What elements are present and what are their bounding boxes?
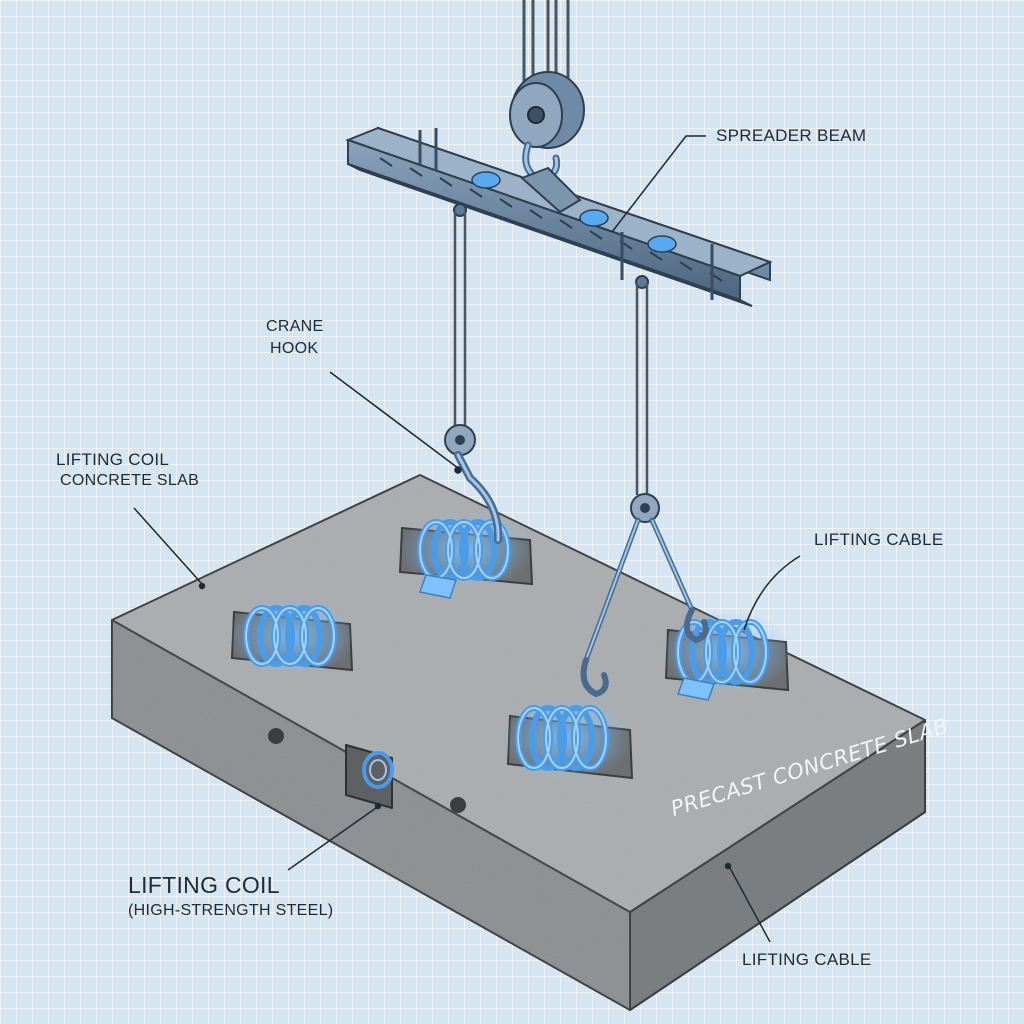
label-lifting-cable-bottom: LIFTING CABLE bbox=[742, 950, 872, 969]
lifting-coil-left bbox=[228, 596, 356, 676]
label-crane-hook-line1: CRANE bbox=[266, 318, 324, 335]
label-spreader-beam: SPREADER BEAM bbox=[716, 126, 867, 145]
label-high-strength-steel: (HIGH-STRENGTH STEEL) bbox=[128, 902, 334, 919]
label-lifting-cable-right: LIFTING CABLE bbox=[814, 530, 944, 549]
beam-slings bbox=[453, 212, 649, 495]
label-crane-hook-line2: HOOK bbox=[270, 340, 319, 357]
lifting-coil-front bbox=[500, 696, 634, 780]
left-sheave-hook bbox=[444, 424, 503, 544]
leader-lines bbox=[133, 135, 801, 943]
label-lifting-coil-top: LIFTING COIL bbox=[56, 450, 170, 469]
concrete-slab bbox=[111, 474, 926, 1011]
label-concrete-slab: CONCRETE SLAB bbox=[60, 472, 200, 489]
right-sheave-slings bbox=[580, 493, 709, 698]
label-lifting-coil-bottom: LIFTING COIL bbox=[128, 872, 280, 898]
lifting-coil-right bbox=[660, 610, 792, 701]
crane-block bbox=[509, 71, 585, 184]
spreader-beam bbox=[345, 126, 773, 307]
lifting-coils bbox=[228, 510, 792, 780]
